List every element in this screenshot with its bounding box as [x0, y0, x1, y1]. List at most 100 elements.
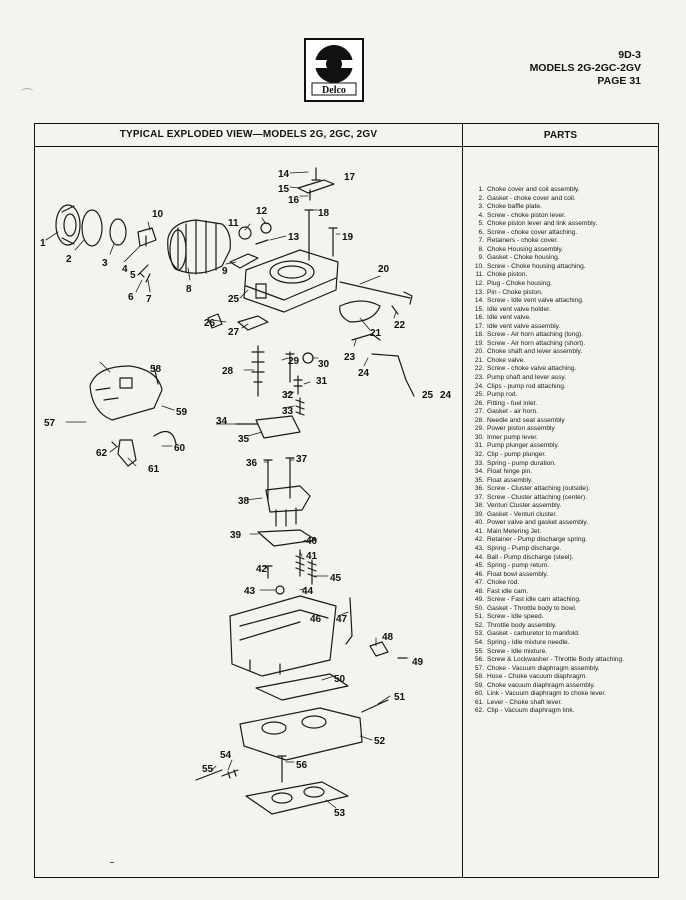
callout-label: 29	[288, 356, 300, 367]
callout-label: 35	[238, 434, 250, 445]
part-description: Idle vent valve.	[487, 314, 531, 322]
callout-label: 25	[228, 294, 240, 305]
baffle-part	[109, 218, 127, 246]
part-number: 21.	[474, 356, 484, 364]
throttle-body-part	[239, 707, 363, 761]
part-number: 13.	[474, 288, 484, 296]
parts-list-item: 16.Idle vent valve.	[468, 314, 663, 323]
callout-label: 7	[146, 294, 152, 305]
callout-label: 50	[334, 674, 346, 685]
part-number: 55.	[474, 647, 484, 655]
callout-label: 51	[394, 692, 406, 703]
part-description: Screw - Idle speed.	[487, 613, 544, 621]
part-number: 8.	[478, 245, 485, 253]
part-description: Screw - Choke housing attaching.	[487, 262, 586, 270]
parts-list-item: 21.Choke valve.	[468, 357, 663, 366]
parts-list-item: 14.Screw - Idle vent valve attaching.	[468, 297, 663, 306]
cluster-screws-part	[263, 457, 295, 501]
part-description: Throttle body assembly.	[487, 621, 557, 629]
part-description: Choke cover and coil assembly.	[487, 186, 580, 193]
part-description: Pump plunger assembly.	[487, 442, 560, 450]
callout-label: 8	[186, 284, 192, 295]
callout-label: 60	[174, 443, 186, 454]
callout-label: 25	[422, 390, 434, 401]
callout-label: 15	[278, 184, 290, 195]
parts-list-item: 43.Spring - Pump discharge.	[468, 545, 663, 554]
parts-list-item: 5.Choke piston lever and link assembly.	[468, 220, 663, 229]
callout-label: 1	[40, 238, 46, 249]
parts-list-item: 51.Screw - Idle speed.	[468, 613, 663, 622]
part-description: Fitting - fuel inlet.	[487, 399, 538, 407]
parts-list-item: 26.Fitting - fuel inlet.	[468, 400, 663, 409]
screw-6-part	[137, 264, 151, 283]
part-description: Retainers - choke cover.	[487, 237, 559, 245]
parts-list-item: 34.Float hinge pin.	[468, 468, 663, 477]
part-number: 4.	[478, 211, 485, 219]
pump-shaft-part	[351, 333, 381, 341]
parts-list-item: 20.Choke shaft and lever assembly.	[468, 348, 663, 357]
part-description: Screw - choke cover attaching.	[487, 228, 578, 236]
part-number: 30.	[474, 433, 484, 441]
callout-label: 6	[128, 292, 134, 303]
callout-label: 2	[66, 254, 72, 265]
parts-list-item: 15.Idle vent valve holder.	[468, 306, 663, 315]
part-description: Gasket - Venturi cluster.	[487, 510, 557, 518]
part-number: 62.	[474, 707, 484, 715]
part-description: Spring - Idle mixture needle.	[487, 638, 570, 646]
part-description: Venturi Cluster assembly.	[487, 502, 562, 510]
part-description: Screw - Air horn attaching (long).	[487, 331, 584, 339]
parts-list-item: 57.Choke - Vacuum diaphragm assembly.	[468, 665, 663, 674]
parts-list-item: 48.Fast idle cam.	[468, 588, 663, 597]
parts-list-item: 19.Screw - Air horn attaching (short).	[468, 340, 663, 349]
part-number: 27.	[474, 408, 484, 416]
parts-list-item: 24.Clips - pump rod attaching.	[468, 383, 663, 392]
callout-label: 45	[330, 573, 342, 584]
part-description: Main Metering Jet.	[487, 527, 542, 535]
part-number: 38.	[474, 502, 484, 510]
clip-62-part	[111, 441, 117, 447]
content-frame: TYPICAL EXPLODED VIEW—MODELS 2G, 2GC, 2G…	[34, 123, 659, 878]
idle-speed-screw-part	[361, 699, 389, 713]
callout-label: 32	[282, 390, 294, 401]
scan-mark	[20, 88, 34, 97]
choke-shaft-part	[339, 281, 413, 305]
parts-list-item: 9.Gasket - Choke housing.	[468, 254, 663, 263]
callout-label: 47	[336, 614, 348, 625]
air-horn-part	[243, 249, 339, 313]
parts-list-item: 47.Choke rod.	[468, 579, 663, 588]
part-number: 5.	[478, 220, 485, 228]
callout-label: 18	[318, 208, 330, 219]
part-description: Float hinge pin.	[487, 468, 533, 476]
part-number: 41.	[474, 527, 484, 535]
part-number: 61.	[474, 698, 484, 706]
part-number: 22.	[474, 365, 484, 373]
part-number: 17.	[474, 322, 484, 330]
part-description: Needle and seat assembly	[487, 416, 565, 424]
plug-12-part	[260, 222, 272, 234]
callout-label: 26	[204, 318, 216, 329]
parts-list-item: 4.Screw - choke piston lever.	[468, 212, 663, 221]
parts-list-item: 37.Screw - Cluster attaching (center).	[468, 494, 663, 503]
part-description: Spring - pump return.	[487, 562, 550, 570]
part-number: 26.	[474, 399, 484, 407]
part-number: 49.	[474, 596, 484, 604]
parts-list-item: 42.Retainer - Pump discharge spring.	[468, 536, 663, 545]
part-number: 56.	[474, 656, 484, 664]
part-description: Float bowl assembly.	[487, 570, 549, 578]
needle-seat-part	[251, 345, 265, 397]
delco-logo: Delco	[304, 38, 364, 102]
parts-list-item: 29.Power piston assembly	[468, 425, 663, 434]
part-description: Ball - Pump discharge (steel).	[487, 553, 574, 561]
spring-33-part	[295, 397, 305, 416]
part-number: 54.	[474, 638, 484, 646]
parts-list-item: 23.Pump shaft and lever assy.	[468, 374, 663, 383]
part-number: 20.	[474, 348, 484, 356]
parts-list-item: 56.Screw & Lockwasher - Throttle Body at…	[468, 656, 663, 665]
parts-list-item: 2.Gasket - choke cover and coil.	[468, 195, 663, 204]
part-number: 60.	[474, 690, 484, 698]
return-spring-part	[307, 559, 317, 585]
parts-list-item: 27.Gasket - air horn.	[468, 408, 663, 417]
parts-list-item: 55.Screw - Idle mixture.	[468, 648, 663, 657]
page-number: PAGE 31	[597, 75, 641, 87]
parts-list-item: 44.Ball - Pump discharge (steel).	[468, 554, 663, 563]
